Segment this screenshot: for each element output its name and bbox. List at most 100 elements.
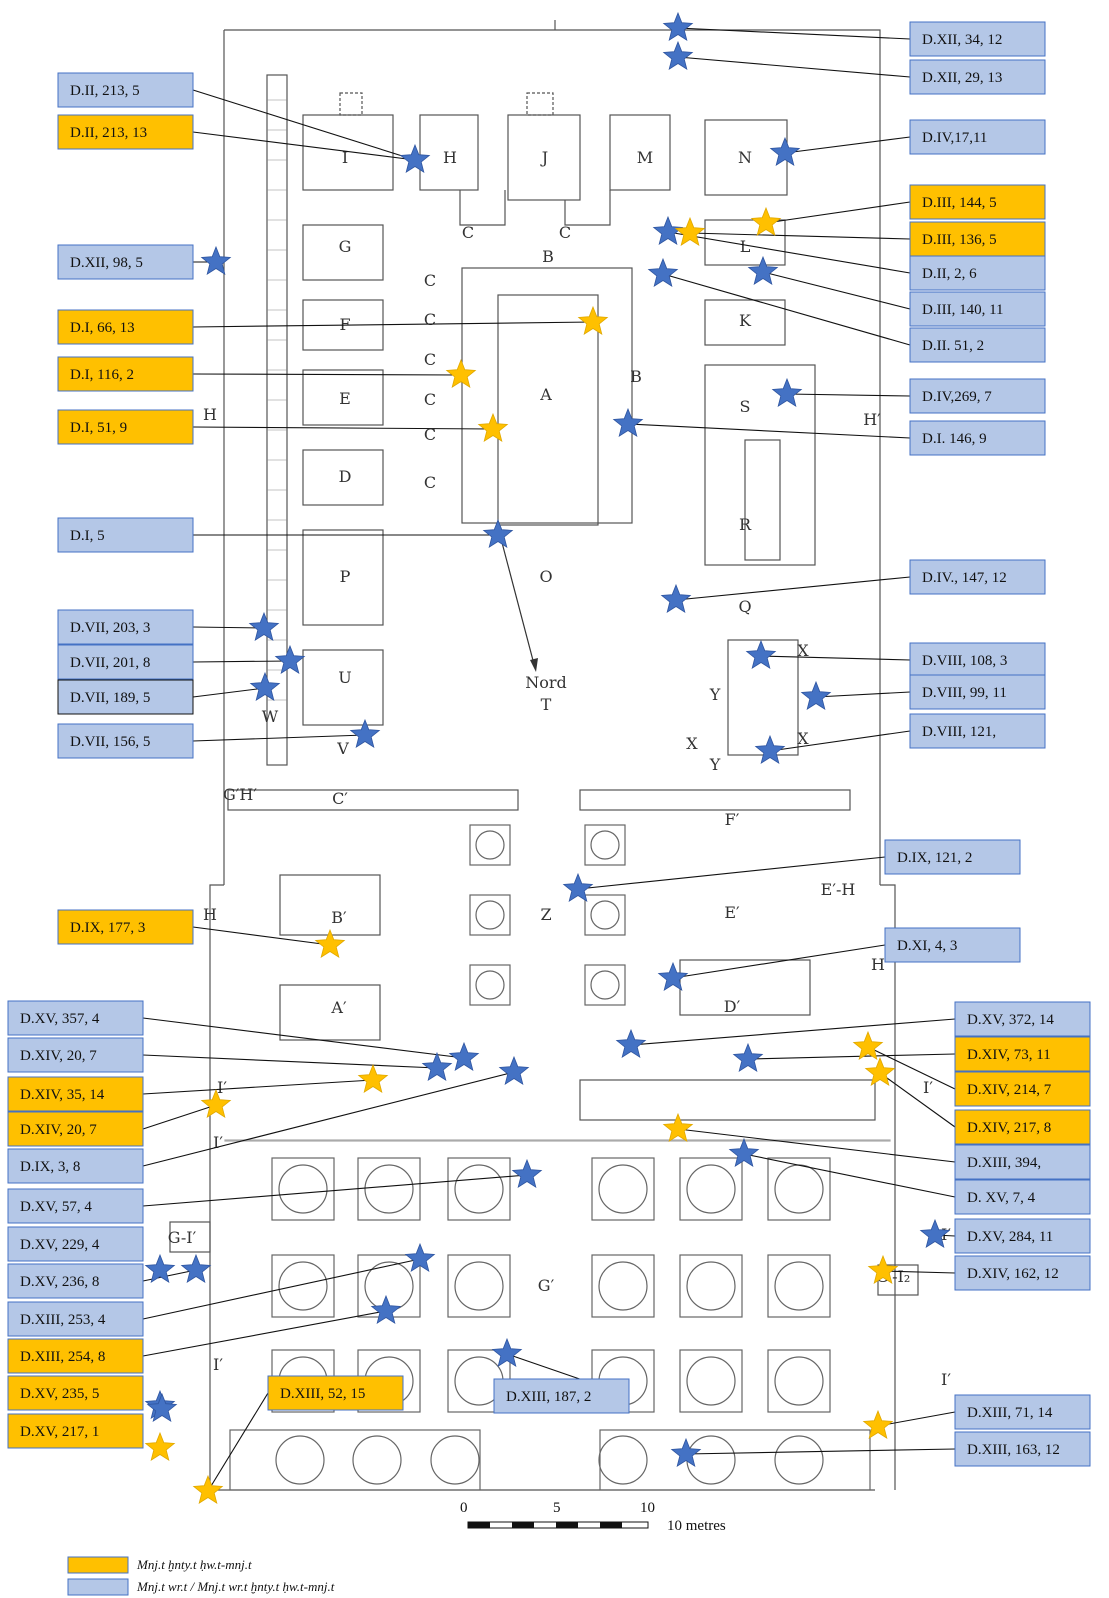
blue-star-icon [662,11,694,41]
reference-label-text: D.IX, 177, 3 [70,920,145,936]
legend-swatch-gold [67,1556,129,1574]
scale-five: 5 [553,1500,561,1516]
reference-label-text: D.XIV, 73, 11 [967,1047,1051,1063]
reference-label-text: D.IV., 147, 12 [922,570,1007,586]
reference-label-text: D.XIII, 254, 8 [20,1349,105,1365]
room-label: G′ [538,1276,555,1295]
connector-line [192,734,366,742]
room-label: E [339,389,351,408]
scale-ten: 10 [640,1500,655,1516]
reference-label: D.XII, 34, 12 [909,21,1046,57]
connector-line [192,373,462,376]
room-label: C [424,425,436,444]
scale-bar: 0 5 10 10 metres [460,1500,726,1534]
blue-star-icon [745,639,777,669]
scale-unit: 10 metres [667,1518,726,1534]
attestation-stars [144,11,951,1504]
temple-floor-plan [169,20,919,1491]
reference-label: D.II, 2, 6 [909,255,1046,291]
reference-label-box [7,1263,144,1299]
room-label: I [342,148,348,167]
reference-label-text: D.I, 66, 13 [70,320,135,336]
reference-label: D.XII, 29, 13 [909,59,1046,95]
reference-label-text: D.VIII, 108, 3 [922,653,1007,669]
connector-line [877,1411,956,1427]
connector-lines [142,27,956,1492]
connector-line [142,1258,421,1320]
room-label: I′ [213,1355,223,1374]
reference-label-text: D.XIV, 214, 7 [967,1082,1052,1098]
reference-label: D.VII, 189, 5 [57,679,194,715]
reference-label-box [57,909,194,945]
reference-label-text: D.XII, 34, 12 [922,32,1002,48]
connector-line [867,1046,956,1090]
connector-line [747,1053,956,1060]
connector-line [769,730,911,752]
connector-line [142,1079,374,1095]
connector-line [689,232,911,240]
reference-label: D.XV, 357, 4 [7,1000,144,1036]
connector-line [142,1174,528,1207]
blue-star-icon [180,1253,212,1283]
reference-label: D.XI, 4, 3 [884,927,1021,963]
connector-line [192,687,266,698]
gold-star-icon [864,1056,896,1086]
blue-star-icon [421,1051,453,1081]
room-label: M [637,148,653,167]
reference-label-text: D.XI, 4, 3 [897,938,957,954]
legend: Mnj.t ḫnty.t ḥw.t-mnj.t Mnj.t wr.t / Mnj… [67,1556,335,1596]
reference-label-box [7,1000,144,1036]
reference-label-text: D.XV, 217, 1 [20,1424,99,1440]
blue-star-icon [200,245,232,275]
connector-line [630,1018,956,1046]
reference-label-text: D.XIV, 217, 8 [967,1120,1051,1136]
room-label: I′ [941,1225,951,1244]
reference-label: D.XIV, 217, 8 [954,1109,1091,1145]
reference-label: D. XV, 7, 4 [954,1179,1091,1215]
reference-label: D.VIII, 99, 11 [909,674,1046,710]
reference-label: D.III, 136, 5 [909,221,1046,257]
connector-line [142,1310,387,1357]
reference-label-text: D.XV, 284, 11 [967,1229,1053,1245]
reference-label: D.II, 213, 13 [57,114,194,150]
reference-label-box [909,713,1046,749]
reference-label-box [954,1071,1091,1107]
reference-label-text: D.XV, 229, 4 [20,1237,100,1253]
room-label: P [340,567,351,586]
reference-label-text: D.XIII, 394, [967,1155,1041,1171]
reference-label-box [954,1255,1091,1291]
reference-label-box [954,1179,1091,1215]
blue-star-icon [662,40,694,70]
reference-label-text: D.VII, 201, 8 [70,655,150,671]
reference-label-box [7,1375,144,1411]
reference-label-text: D.III, 144, 5 [922,195,997,211]
room-label: C [424,310,436,329]
blue-star-icon [349,718,381,748]
connector-line [882,1270,956,1274]
room-label: C [462,223,474,242]
connector-line [142,1054,438,1069]
reference-label-text: D.XII, 29, 13 [922,70,1002,86]
reference-label-box [57,244,194,280]
room-label: G′H′ [223,785,257,804]
gold-star-icon [477,412,509,442]
blue-star-icon [647,257,679,287]
blue-star-icon [771,377,803,407]
gold-star-icon [674,216,706,246]
reference-label-box [7,1338,144,1374]
connector-line [192,926,331,946]
connector-line [765,201,911,224]
reference-label: D.I. 146, 9 [909,420,1046,456]
reference-label-box [954,1218,1091,1254]
reference-label: D.II, 213, 5 [57,72,194,108]
room-label: X [686,734,698,753]
reference-label: D.I, 116, 2 [57,356,194,392]
reference-label-box [909,674,1046,710]
reference-label-box [57,309,194,345]
blue-star-icon [249,671,281,701]
reference-label: D.III, 140, 11 [909,291,1046,327]
reference-label: D.XV, 57, 4 [7,1188,144,1224]
reference-label: D.XV, 372, 14 [954,1001,1091,1037]
connector-line [207,1392,269,1492]
room-label: H [203,905,217,924]
